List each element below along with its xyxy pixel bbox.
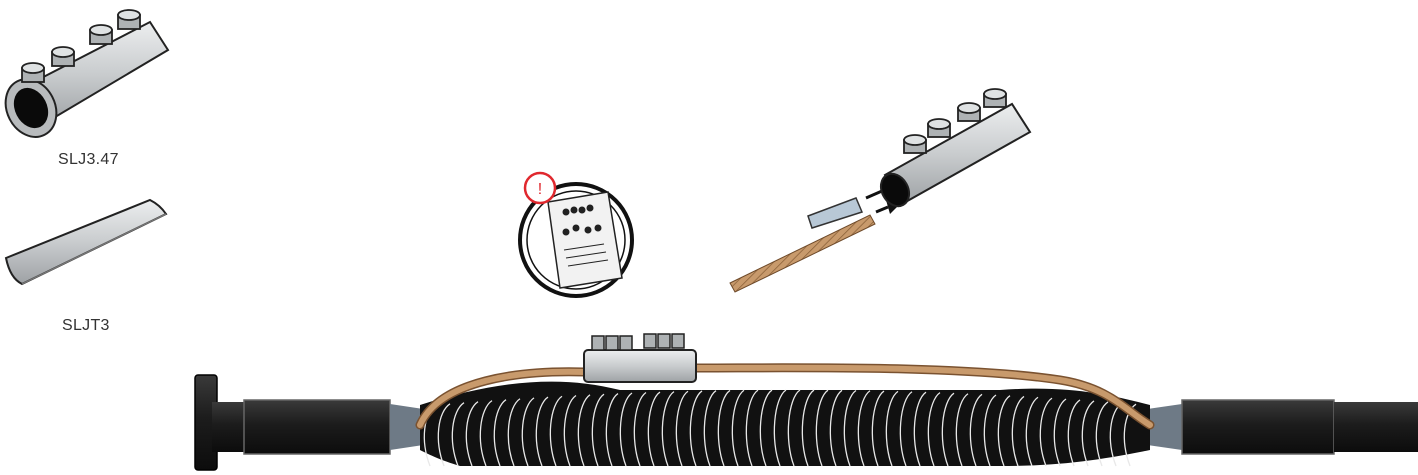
connector-sleeve-insert-icon <box>4 198 168 286</box>
instruction-booklet-icon <box>518 171 634 298</box>
tape-wraps <box>423 389 1137 467</box>
cable-joint-assembly <box>194 333 1418 471</box>
shear-bolt-connector-icon <box>4 9 170 138</box>
warning-symbol: ! <box>538 181 542 198</box>
part-label-sljt3: SLJT3 <box>62 317 110 334</box>
part-label-slj3-47: SLJ3.47 <box>58 151 119 168</box>
braid-insertion-detail <box>729 88 1032 293</box>
